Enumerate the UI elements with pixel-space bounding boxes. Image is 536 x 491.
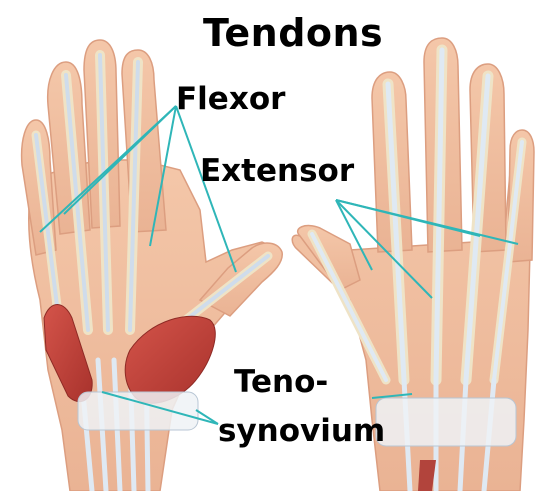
- label-flexor: Flexor: [176, 84, 285, 115]
- right-tenosynovium-sheath: [376, 398, 516, 446]
- label-extensor: Extensor: [200, 156, 354, 187]
- label-tenosynovium-line1: Teno-: [234, 367, 328, 398]
- label-tenosynovium-line2: synovium: [218, 416, 385, 447]
- diagram-title: Tendons: [203, 14, 383, 52]
- left-tenosynovium-sheath: [78, 392, 198, 430]
